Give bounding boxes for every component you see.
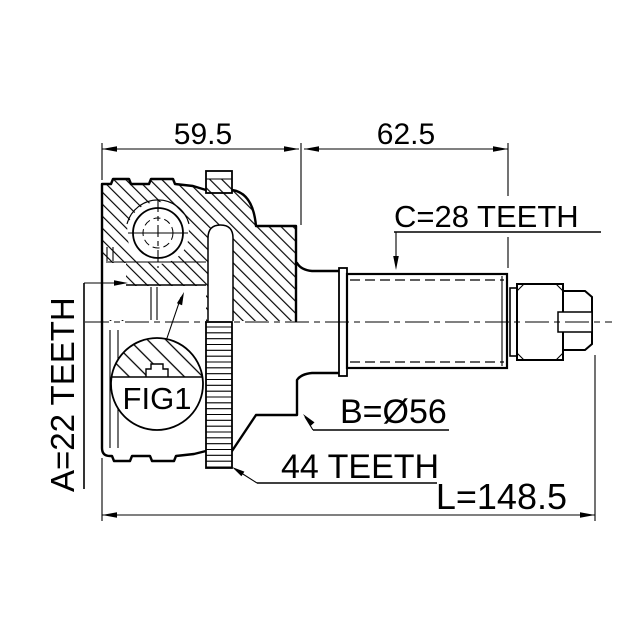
fig1-leader — [165, 296, 182, 342]
thread-chamfers — [516, 283, 564, 361]
inner-race-bore — [126, 286, 206, 321]
label-c-28-teeth: C=28 TEETH — [393, 199, 601, 270]
fig1-label: FIG1 — [123, 381, 192, 416]
bell-outline-bottom-right — [230, 371, 341, 453]
bell-mouth-opening — [103, 263, 126, 320]
c-teeth-arrowhead — [393, 256, 399, 270]
spline-shaft-section — [345, 272, 509, 370]
label-a-22-teeth: A=22 TEETH — [44, 280, 128, 492]
ring-teeth-text: 44 TEETH — [281, 448, 439, 486]
b-diameter-arrowhead — [303, 414, 315, 427]
label-44-teeth: 44 TEETH — [232, 448, 439, 486]
dim-62-5-text: 62.5 — [377, 118, 435, 151]
fig1-leader-arrowhead — [176, 292, 184, 306]
fig1-balloon: FIG1 — [110, 292, 204, 431]
dimension-overall-length: L=148.5 — [101, 355, 596, 521]
ring-teeth-arrowhead — [232, 467, 245, 477]
spline-tooth-profile — [145, 363, 169, 377]
bell-outline-bottom-left — [100, 319, 208, 463]
shaft — [338, 267, 593, 377]
a-teeth-text: A=22 TEETH — [44, 297, 81, 492]
neck-top — [295, 261, 341, 273]
ball-track-arc — [126, 199, 190, 225]
abs-ring-section — [205, 170, 233, 194]
overall-length-text: L=148.5 — [436, 476, 567, 517]
cage-front-edges — [106, 247, 114, 261]
cage-window-arch — [207, 224, 234, 321]
a-teeth-arrowhead — [114, 280, 128, 286]
dim-59-5-text: 59.5 — [174, 118, 232, 151]
c-teeth-text: C=28 TEETH — [394, 199, 579, 234]
b-diameter-text: B=Ø56 — [340, 393, 447, 431]
ring-teeth-lines — [206, 326, 232, 468]
abs-ring-teeth-band — [205, 321, 233, 469]
spline-root-dashed-lines — [350, 279, 504, 363]
bell-housing-section — [100, 177, 341, 323]
dimension-59-5: 59.5 — [101, 118, 302, 225]
dimension-62-5: 62.5 — [304, 118, 509, 268]
label-b-diameter: B=Ø56 — [303, 393, 449, 431]
